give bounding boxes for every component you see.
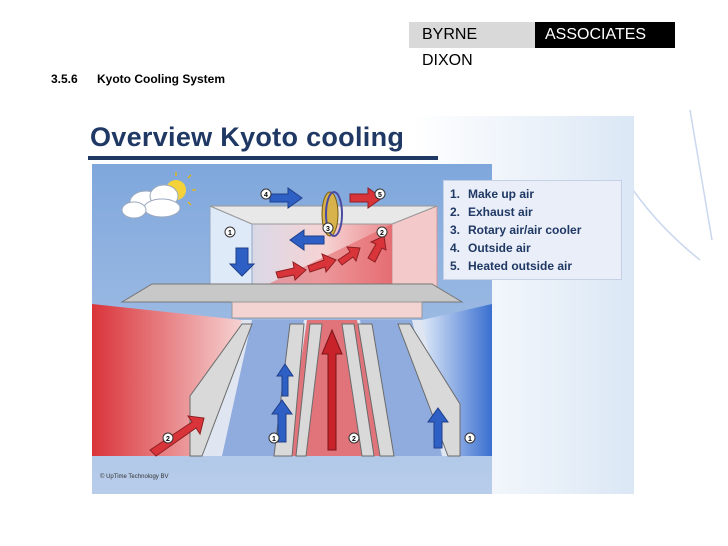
ceiling-slab (120, 283, 464, 303)
marker: 3 (322, 222, 334, 234)
marker: 2 (376, 226, 388, 238)
marker: 5 (374, 188, 386, 200)
svg-text:2: 2 (380, 230, 384, 237)
legend-item: 1.Make up air (450, 187, 535, 201)
legend-item: 4.Outside air (450, 241, 531, 255)
legend-item: 5.Heated outside air (450, 259, 573, 273)
marker: 2 (348, 432, 360, 444)
section-heading: 3.5.6 Kyoto Cooling System (51, 72, 225, 86)
section-title: Kyoto Cooling System (97, 72, 226, 86)
cold-aisle-right (422, 304, 492, 456)
cooling-diagram: 4 5 3 1 2 2 1 2 1 (92, 164, 492, 494)
brand-header: BYRNE DIXON ASSOCIATES (409, 22, 675, 69)
legend-box: 1.Make up air 2.Exhaust air 3.Rotary air… (443, 180, 622, 280)
marker: 1 (224, 226, 236, 238)
title-underline (88, 156, 438, 160)
legend-item: 3.Rotary air/air cooler (450, 223, 582, 237)
server-racks (189, 323, 461, 457)
marker: 2 (162, 432, 174, 444)
marker: 1 (464, 432, 476, 444)
slide-figure: Overview Kyoto cooling (80, 116, 634, 494)
legend-item: 2.Exhaust air (450, 205, 533, 219)
svg-text:4: 4 (264, 192, 268, 199)
svg-text:1: 1 (228, 230, 232, 237)
svg-text:1: 1 (272, 436, 276, 443)
marker: 4 (260, 188, 272, 200)
slide-title: Overview Kyoto cooling (90, 122, 405, 152)
brand-suffix: ASSOCIATES (535, 22, 675, 48)
section-number: 3.5.6 (51, 72, 78, 86)
svg-text:2: 2 (166, 436, 170, 443)
exhaust-arrow (321, 328, 343, 451)
marker: 1 (268, 432, 280, 444)
copyright-text: © UpTime Technology BV (100, 474, 169, 480)
svg-text:1: 1 (468, 436, 472, 443)
brand-name: BYRNE DIXON (409, 22, 535, 69)
svg-text:5: 5 (378, 192, 382, 199)
cloud-icon (121, 184, 181, 219)
svg-text:3: 3 (326, 226, 330, 233)
svg-text:2: 2 (352, 436, 356, 443)
